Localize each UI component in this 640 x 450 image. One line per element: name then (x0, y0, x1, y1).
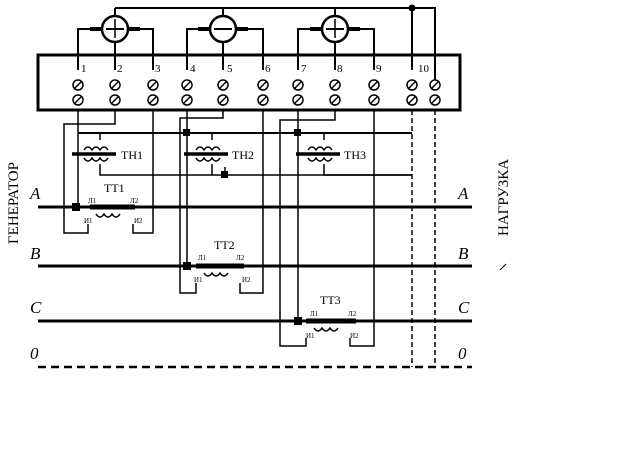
phase-label-b-right: B (458, 244, 469, 263)
phase-label-a-right: A (457, 184, 469, 203)
ct-3-l1: Л1 (310, 310, 319, 318)
terminal-number: 2 (117, 63, 123, 75)
phase-label-a-left: A (29, 184, 41, 203)
voltage-transformer-2 (184, 146, 228, 162)
load-label: НАГРУЗКА (496, 159, 512, 236)
terminal-number: 3 (155, 63, 161, 75)
ct-2-label: TT2 (214, 238, 235, 252)
screw-terminal (181, 79, 193, 106)
junction-dot (408, 4, 416, 12)
junction-square (183, 262, 191, 270)
screw-terminal (147, 79, 159, 106)
ct-3-l2: Л2 (348, 310, 357, 318)
terminal-number: 10 (418, 63, 430, 75)
junction-square (294, 129, 301, 136)
vt-2-label: TH2 (232, 148, 254, 162)
current-transformer-3 (306, 318, 356, 332)
screw-terminal (429, 79, 441, 106)
screw-terminal (72, 79, 84, 106)
junction-square (72, 203, 80, 211)
screw-terminals (72, 79, 441, 106)
terminal-number: 1 (81, 63, 87, 75)
meter-element-wires (77, 7, 436, 90)
current-transformer-1 (90, 204, 135, 218)
junction-square (183, 129, 190, 136)
phase-labels: A A B B C C 0 0 (29, 184, 470, 363)
meter-element-3 (310, 14, 360, 44)
phase-label-b-left: B (30, 244, 41, 263)
screw-terminal (257, 79, 269, 106)
vt-3-label: TH3 (344, 148, 366, 162)
screw-terminal (329, 79, 341, 106)
voltage-transformer-1 (72, 146, 116, 162)
screw-terminal (292, 79, 304, 106)
voltage-transformer-3 (296, 146, 340, 162)
ct-1-l1: Л1 (88, 197, 97, 205)
phase-label-n-right: 0 (458, 344, 467, 363)
terminal-number: 9 (376, 63, 382, 75)
junction-square (294, 317, 302, 325)
terminal-number: 4 (190, 63, 196, 75)
ct-wiring (63, 110, 375, 347)
ct-3-i1: И1 (306, 332, 315, 340)
ct-3-label: TT3 (320, 293, 341, 307)
vt-wiring (77, 110, 412, 321)
current-transformer-2 (196, 263, 244, 277)
generator-label: ГЕНЕРАТОР (6, 162, 22, 244)
junction-square (221, 171, 228, 178)
meter-element-1 (90, 14, 140, 44)
screw-terminal (217, 79, 229, 106)
ct-1-label: TT1 (104, 181, 125, 195)
ct-2-i1: И1 (194, 276, 203, 284)
terminal-number: 6 (265, 63, 271, 75)
phase-label-c-left: C (30, 298, 42, 317)
terminal-number: 8 (337, 63, 343, 75)
terminal-number: 7 (301, 63, 307, 75)
phase-label-c-right: C (458, 298, 470, 317)
ct-2-l2: Л2 (236, 254, 245, 262)
ct-2-l1: Л1 (198, 254, 207, 262)
neutral-wires (411, 110, 436, 367)
meter-element-2 (198, 14, 248, 44)
ct-2-i2: И2 (242, 276, 251, 284)
ct-1-l2: Л2 (130, 197, 139, 205)
ct-1-i1: И1 (84, 217, 93, 225)
terminal-number: 5 (227, 63, 233, 75)
screw-terminal (368, 79, 380, 106)
vt-1-label: TH1 (121, 148, 143, 162)
ct-1-i2: И2 (134, 217, 143, 225)
terminal-numbers: 1 2 3 4 5 6 7 8 9 10 (81, 63, 430, 75)
screw-terminal (406, 79, 418, 106)
ct-3-i2: И2 (350, 332, 359, 340)
load-tick (499, 263, 507, 271)
phase-lines (38, 205, 472, 369)
screw-terminal (109, 79, 121, 106)
meter-terminal-block (36, 53, 462, 112)
phase-label-n-left: 0 (30, 344, 39, 363)
